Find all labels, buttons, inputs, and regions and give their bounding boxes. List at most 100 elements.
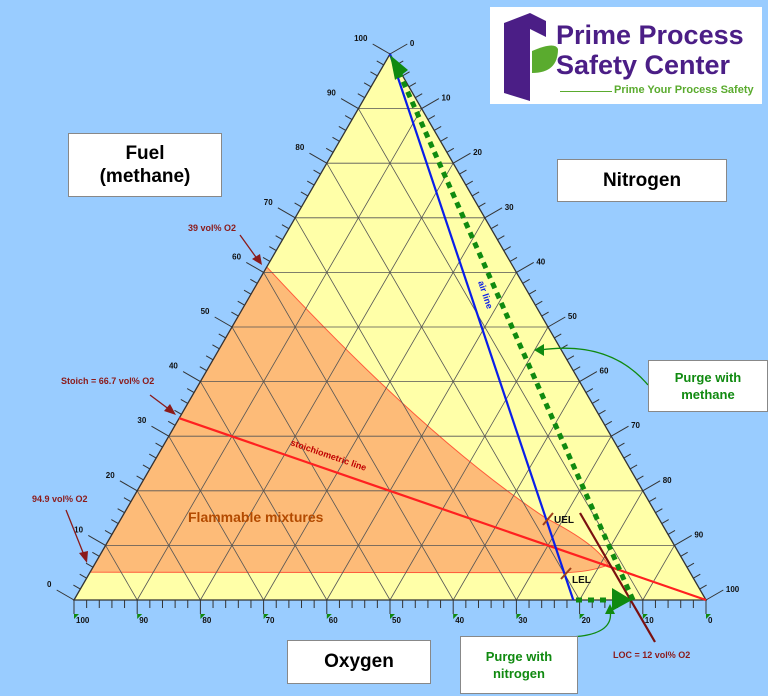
fuel-axis-tick (243, 289, 252, 295)
nitrogen-axis-tick (604, 420, 613, 426)
fuel-axis-tick (199, 366, 207, 372)
grid-line (263, 217, 486, 601)
nitrogen-axis-tick (421, 98, 440, 110)
purge-methane-path (395, 68, 636, 602)
nitrogen-axis-tick (452, 152, 471, 164)
nitrogen-axis-tick (465, 180, 474, 186)
oxygen-tick-flag-icon (326, 614, 332, 619)
fuel-axis-tick (231, 311, 239, 317)
nitrogen-axis-tick (693, 573, 701, 579)
nitrogen-axis-tick (402, 71, 410, 77)
fuel-axis-tick (205, 355, 214, 361)
fuel-axis-tick (376, 60, 384, 66)
fuel-axis-tick (148, 453, 157, 459)
stoich-arrow (149, 394, 171, 411)
fuel-axis-tick (214, 316, 233, 328)
oxygen-tick-label: 20 (582, 616, 591, 625)
fuel-axis-tick (85, 562, 94, 568)
grid-line (516, 435, 612, 601)
nitrogen-axis-tick (623, 453, 632, 459)
fuel-axis-tick (117, 508, 125, 514)
axis-ticks (56, 43, 724, 614)
oxygen-tick-label: 10 (645, 616, 654, 625)
grid-line (105, 545, 138, 601)
nitrogen-axis-tick (509, 257, 518, 262)
nitrogen-axis-tick (655, 508, 663, 514)
nitrogen-tick-label: 90 (694, 530, 703, 539)
grid-line (200, 381, 328, 601)
nitrogen-axis-tick (661, 519, 669, 524)
fuel-axis-tick (180, 399, 189, 404)
fuel-axis-tick (104, 530, 113, 535)
fuel-axis-tick (73, 584, 81, 590)
oxygen-tick-label: 90 (139, 616, 148, 625)
fuel-axis-tick (174, 409, 182, 415)
flammable-mixtures-label: Flammable mixtures (188, 509, 324, 525)
fuel-tick-label: 90 (327, 89, 336, 98)
annotation-arrows (65, 234, 649, 638)
uel-marker (542, 512, 554, 526)
nitrogen-axis-tick (484, 207, 503, 219)
oxygen-tick-flag-icon (516, 614, 522, 619)
nitrogen-axis-tick (686, 562, 695, 568)
nitrogen-axis-tick (629, 464, 638, 470)
nitrogen-axis-tick (610, 425, 629, 437)
nitrogen-axis-tick (566, 355, 575, 361)
arrowhead-icon (79, 551, 88, 563)
nitrogen-axis-tick (408, 82, 417, 88)
arrowhead-icon (252, 254, 262, 265)
oxygen-tick-flag-icon (137, 614, 143, 619)
nitrogen-axis-tick (427, 115, 436, 120)
nitrogen-axis-tick (433, 126, 442, 131)
oxygen-tick-flag-icon (74, 614, 79, 619)
purge-methane-box: Purge with methane (648, 360, 768, 412)
fuel-tick-label: 100 (354, 34, 368, 43)
nitrogen-axis-tick (440, 136, 448, 142)
loc-line (579, 512, 656, 643)
fuel-tick-label: 50 (201, 307, 210, 316)
fuel-axis-tick (363, 82, 372, 88)
fuel-axis-tick (237, 300, 245, 306)
fuel-axis-tick (56, 589, 75, 601)
fuel-tick-label: 30 (137, 416, 146, 425)
purge-nitrogen-arrowhead-icon (612, 588, 632, 611)
oxygen-tick-label: 80 (202, 616, 211, 625)
fuel-axis-tick (92, 551, 100, 557)
fuel-box: Fuel (methane) (68, 133, 222, 197)
nitrogen-axis-tick (503, 246, 511, 251)
oxygen-tick-label: 0 (708, 616, 713, 625)
arrowhead-icon (534, 344, 544, 356)
fuel-tick-label: 60 (232, 252, 241, 261)
fuel-axis-tick (372, 43, 391, 55)
oxygen-tick-label: 40 (455, 616, 464, 625)
nitrogen-axis-tick (516, 261, 534, 273)
logo: Prime Process Safety Center Prime Your P… (490, 7, 762, 104)
nitrogen-tick-label: 70 (631, 421, 640, 430)
fuel-axis-tick (294, 202, 302, 208)
purge-methane-arrowhead-icon (390, 55, 408, 80)
nitrogen-axis-tick (617, 442, 625, 448)
oxygen-tick-label: 70 (266, 616, 275, 625)
logo-line1: Prime Process (556, 20, 744, 50)
axis-tick-labels: 0010010109020208030307040406050505060604… (47, 34, 740, 625)
oxygen-tick-flag-icon (642, 614, 648, 619)
oxygen-tick-label: 100 (76, 616, 90, 625)
fuel-axis-tick (167, 420, 176, 426)
nitrogen-axis-tick (541, 311, 549, 317)
nitrogen-axis-tick (522, 278, 530, 284)
lel-marker (560, 567, 572, 580)
oxygen-tick-label: 30 (518, 616, 527, 625)
nitrogen-tick-label: 100 (726, 585, 740, 594)
fuel-axis-tick (218, 333, 226, 339)
fuel-axis-tick (325, 147, 334, 153)
arrowhead-icon (164, 404, 176, 415)
fuel-axis-tick (119, 480, 138, 492)
oxygen-tick-flag-icon (579, 614, 585, 619)
purge-methane-callout-arrow (539, 347, 649, 386)
fuel-axis-tick (123, 497, 132, 503)
nitrogen-axis-tick (415, 93, 423, 99)
fuel-axis-tick (142, 464, 151, 470)
oxygen-tick-flag-icon (453, 614, 459, 619)
oxygen-box: Oxygen (287, 640, 431, 684)
